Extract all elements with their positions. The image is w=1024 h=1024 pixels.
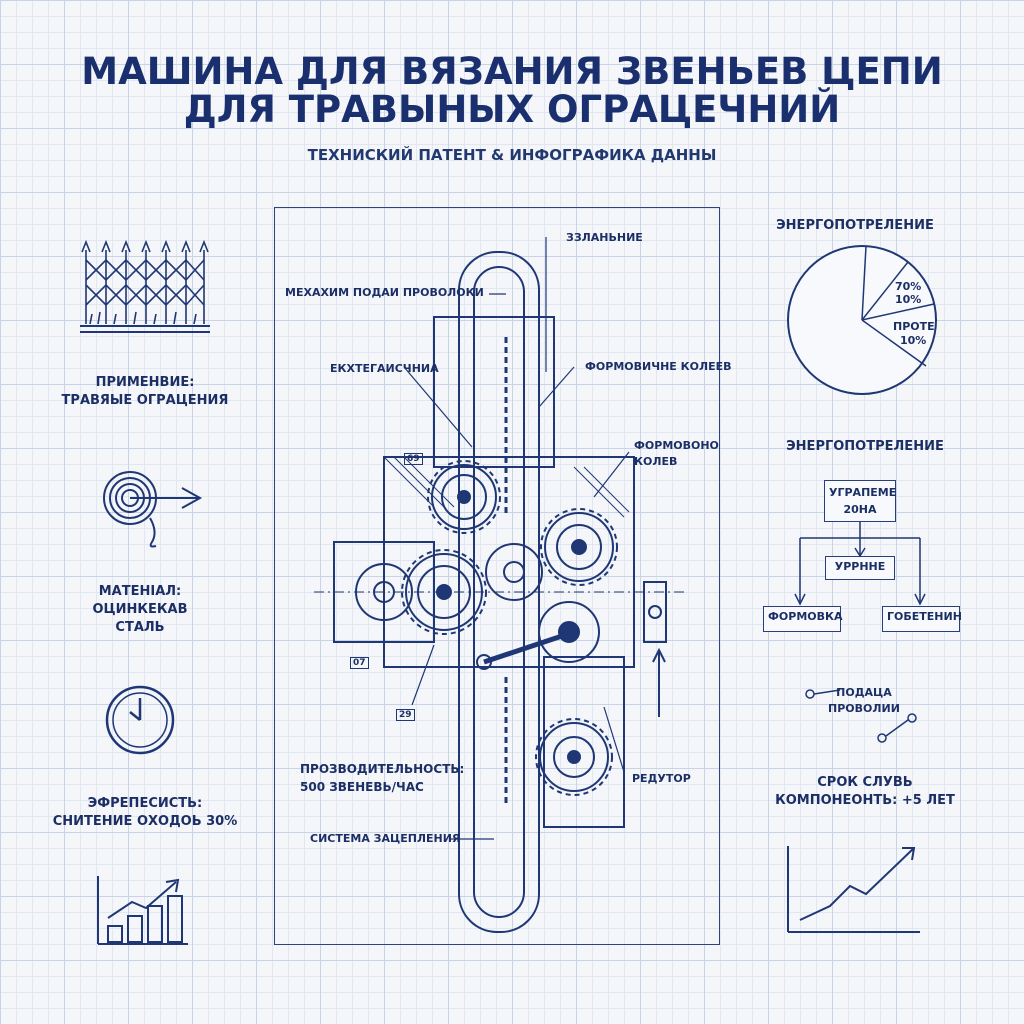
flow-box-top: УГРАПЕМЕ 20НА xyxy=(824,480,896,522)
callout-eccentric: ЕКХТЕГАИСЧНИА xyxy=(330,362,439,375)
wire-coil-icon xyxy=(103,471,203,548)
material-label: МАТЕНІАЛ: ОЦИНКЕКАВ СТАЛЬ xyxy=(92,584,188,635)
callout-closing: СИСТЕМА ЗАЦЕПЛЕНИЯ xyxy=(310,832,461,845)
energy-pie-chart xyxy=(787,245,937,395)
line-growth-icon xyxy=(787,846,920,933)
pie-label-10a: 10% xyxy=(895,293,922,306)
diagram-frame xyxy=(274,207,720,945)
tag-69: 69 xyxy=(404,453,423,465)
efficiency-label: ЭФРЕПЕСИСТЬ: СНИТЕНИЕ ОХОДОЬ 30% xyxy=(52,796,238,829)
flow-connectors xyxy=(794,522,926,606)
pie-label-prote: ПРОТЕ xyxy=(893,320,935,333)
machine-drawing xyxy=(314,237,684,933)
page-title-line2: ДЛЯ ТРАВЫНЫХ ОГРАЦЕЧНИЙ xyxy=(183,88,841,131)
wire-feed-label: ПОДАЦА ПРОВОЛИИ xyxy=(828,686,900,715)
clock-icon xyxy=(105,685,175,755)
page-title-line1: МАШИНА ДЛЯ ВЯЗАНИЯ ЗВЕНЬЕВ ЦЕПИ xyxy=(81,50,943,93)
flow-title: ЭНЕРГОПОТРЕЛЕНИЕ xyxy=(786,439,944,454)
flow-box-left: ФОРМОВКА xyxy=(763,606,843,632)
callout-top: ЗЗЛАНЬНИЕ xyxy=(566,231,643,244)
service-life-label: СРОК СЛУВЬ КОМПОНЕОНТЬ: +5 ЛЕТ xyxy=(775,775,955,808)
tag-29: 29 xyxy=(396,709,415,721)
fence-icon xyxy=(80,239,210,333)
pie-label-10b: 10% xyxy=(900,334,927,347)
wire-feed-icon xyxy=(805,689,917,743)
callout-wire-feed: МЕХАХИМ ПОДАИ ПРОВОЛОКИ xyxy=(285,286,484,299)
callout-forming-1: ФОРМОВИЧНЕ КОЛЕЕВ xyxy=(585,360,732,373)
pie-title: ЭНЕРГОПОТРЕЛЕНИЕ xyxy=(776,218,934,233)
callout-forming-2: ФОРМОВОНО КОЛЕВ xyxy=(634,439,719,468)
callout-reducer: РЕДУТОР xyxy=(632,772,691,785)
flow-box-middle: УРРННЕ xyxy=(825,556,895,580)
page-subtitle: ТЕХНИСКИЙ ПАТЕНТ & ИНФОГРАФИКА ДАННЫ xyxy=(307,146,717,164)
tag-07: 07 xyxy=(350,657,369,669)
pie-label-70: 70% xyxy=(895,280,922,293)
bar-growth-icon xyxy=(97,876,188,945)
flow-box-right: ГОБЕТЕНИН xyxy=(882,606,962,632)
callout-productivity: ПРОЗВОДИТЕЛЬНОСТЬ: 500 ЗВЕНЕВЬ/ЧАС xyxy=(300,762,465,794)
application-label: ПРИМЕНВИЕ: ТРАВЯЫЕ ОГРАЦЕНИЯ xyxy=(61,375,229,408)
